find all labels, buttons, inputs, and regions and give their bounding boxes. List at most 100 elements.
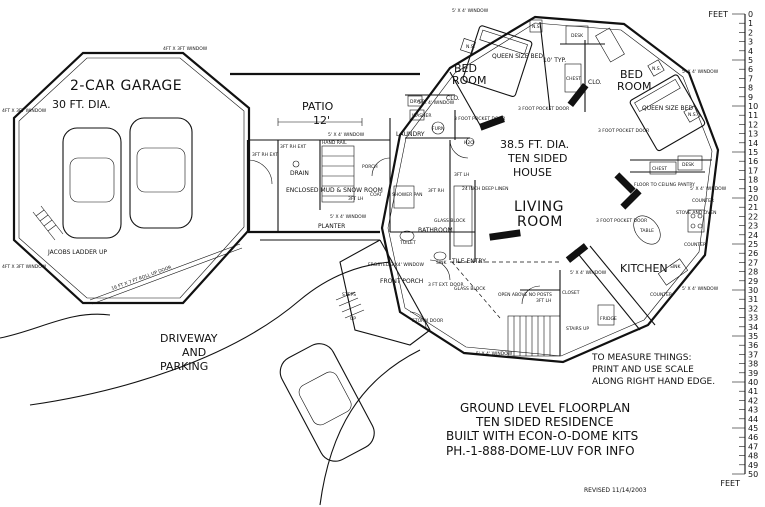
mud-stairs: [321, 145, 355, 203]
stairs-up-label: STAIRS UP: [566, 326, 589, 332]
scale-tick-label: 1: [748, 19, 753, 28]
title-line-4: PH.-1-888-DOME-LUV FOR INFO: [446, 444, 635, 458]
toilet-label: TOILET: [399, 240, 416, 246]
title-line-2: TEN SIDED RESIDENCE: [475, 415, 614, 429]
house-name-2: HOUSE: [513, 166, 552, 179]
scale-tick-label: 27: [748, 258, 758, 267]
nightstand-1: N.S.: [466, 44, 475, 50]
driveway-label: DRIVEWAY: [160, 332, 218, 345]
scale-tick-label: 15: [748, 148, 758, 157]
scale-tick-label: 21: [748, 203, 758, 212]
window-mud: 5' X 4' WINDOW: [330, 214, 367, 220]
shower-pan: [393, 185, 415, 209]
main-stairs: [507, 315, 561, 357]
and-label: AND: [182, 346, 206, 359]
scale-tick-label: 40: [748, 378, 758, 387]
title-line-3: BUILT WITH ECON-O-DOME KITS: [446, 429, 638, 443]
coat-label: COAT: [370, 192, 382, 198]
patio-label: PATIO: [302, 100, 334, 113]
scale-tick-label: 26: [748, 249, 758, 258]
closet-label: CLOSET: [562, 290, 580, 296]
window-patio: 5' X 4' WINDOW: [328, 132, 365, 138]
bedroom-right-label-2: ROOM: [617, 80, 651, 93]
scale-tick-label: 11: [748, 111, 758, 120]
counter-3: COUNTER: [650, 292, 672, 298]
living-room-label-1: LIVING: [514, 199, 564, 215]
door-lh-1: 3FT LH: [348, 196, 363, 202]
pocket-door-3: 3 FOOT POCKET DOOR: [596, 218, 647, 224]
nightstand-4: N.S.: [688, 112, 697, 118]
queen-bed-left-label: QUEEN SIZE BED: [492, 53, 543, 60]
scale-tick-label: 18: [748, 176, 758, 185]
parking-label: PARKING: [160, 360, 208, 373]
stairs-handrail-label: HAND RAIL: [322, 140, 347, 146]
house: [380, 15, 720, 364]
jacobs-ladder: [32, 205, 64, 241]
garage: [12, 51, 251, 305]
counter-2: COUNTER: [684, 242, 706, 248]
bedroom-right-label-1: BED: [620, 68, 643, 81]
frosted-window: FROSTED 3'X4' WINDOW: [368, 262, 424, 268]
washer-label: WASHER: [412, 113, 432, 119]
house-outer-wall: [380, 15, 720, 364]
nightstand-2: N.S.: [532, 24, 541, 30]
scale-tick-label: 19: [748, 185, 758, 194]
linen-label: 24 INCH DEEP LINEN: [462, 186, 509, 192]
window-right: 5' X 4' WINDOW: [690, 186, 727, 192]
scale-tick-label: 0: [748, 10, 753, 19]
dryer-label: DRYER: [410, 99, 425, 105]
shower-label: SHOWER PAN: [392, 192, 423, 198]
mudroom-label: ENCLOSED MUD & SNOW ROOM: [286, 187, 383, 194]
chest-label: CHEST: [566, 76, 581, 82]
water-heater-label: H2O: [464, 140, 474, 146]
scale-tick-label: 48: [748, 452, 758, 461]
garage-title: 2-CAR GARAGE: [70, 78, 182, 94]
parked-car: [279, 343, 375, 462]
storm-door: STORM DOOR: [412, 318, 443, 324]
scale-tick-label: 45: [748, 424, 758, 433]
scale-tick-label: 39: [748, 369, 758, 378]
scale-tick-label: 33: [748, 314, 758, 323]
pocket-door-4: 3 FOOT POCKET DOOR: [454, 116, 505, 122]
queen-bed-right: [629, 74, 706, 152]
garage-size: 30 FT. DIA.: [52, 98, 111, 111]
scale-tick-label: 16: [748, 157, 758, 166]
pantry-label: FLOOR TO CEILING PANTRY: [634, 182, 695, 188]
scale-tick-label: 42: [748, 396, 758, 405]
scale-tick-label: 22: [748, 212, 758, 221]
table-label: TABLE: [639, 228, 654, 234]
scale-tick-label: 23: [748, 222, 758, 231]
door-lh-2: 3FT LH: [536, 298, 551, 304]
drain-label: DRAIN: [290, 170, 309, 177]
scale-unit-bottom: FEET: [720, 479, 740, 488]
door-rh-ext-1: 3FT RH EXT: [252, 152, 278, 158]
furnace-label: FURN: [432, 126, 444, 132]
scale-tick-label: 46: [748, 433, 758, 442]
laundry-label: LAUNDRY: [396, 131, 425, 138]
ten-typ-label: 10' TYP.: [543, 57, 566, 64]
fridge-label: FRIDGE: [600, 316, 617, 322]
bathroom-label: BATHROOM: [418, 227, 453, 234]
scale-tick-label: 20: [748, 194, 758, 203]
bedroom-left-label-2: ROOM: [452, 74, 486, 87]
scale-tick-label: 34: [748, 323, 758, 332]
scale-tick-label: 14: [748, 139, 758, 148]
scale-tick-label: 38: [748, 360, 758, 369]
door-rh-ext-2: 3FT RH EXT: [280, 144, 306, 150]
scale-tick-label: 30: [748, 286, 758, 295]
scale-tick-label: 17: [748, 166, 758, 175]
window-br: 5' X 4' WINDOW: [570, 270, 607, 276]
pocket-door-1: 3 FOOT POCKET DOOR: [518, 106, 569, 112]
measure-note-1: TO MEASURE THINGS:: [591, 353, 692, 363]
scale-tick-label: 43: [748, 406, 758, 415]
house-name-1: TEN SIDED: [507, 152, 568, 165]
scale-tick-label: 7: [748, 74, 753, 83]
scale-tick-label: 25: [748, 240, 758, 249]
queen-bed-left: [462, 25, 533, 98]
scale-tick-label: 4: [748, 47, 753, 56]
stove-label: STOVE AND OVEN: [676, 210, 717, 216]
revised-date: REVISED 11/14/2003: [584, 487, 647, 494]
garage-window-bottom: 4FT X 3FT WINDOW: [2, 264, 47, 270]
front-porch-label: FRONT PORCH: [380, 278, 423, 285]
